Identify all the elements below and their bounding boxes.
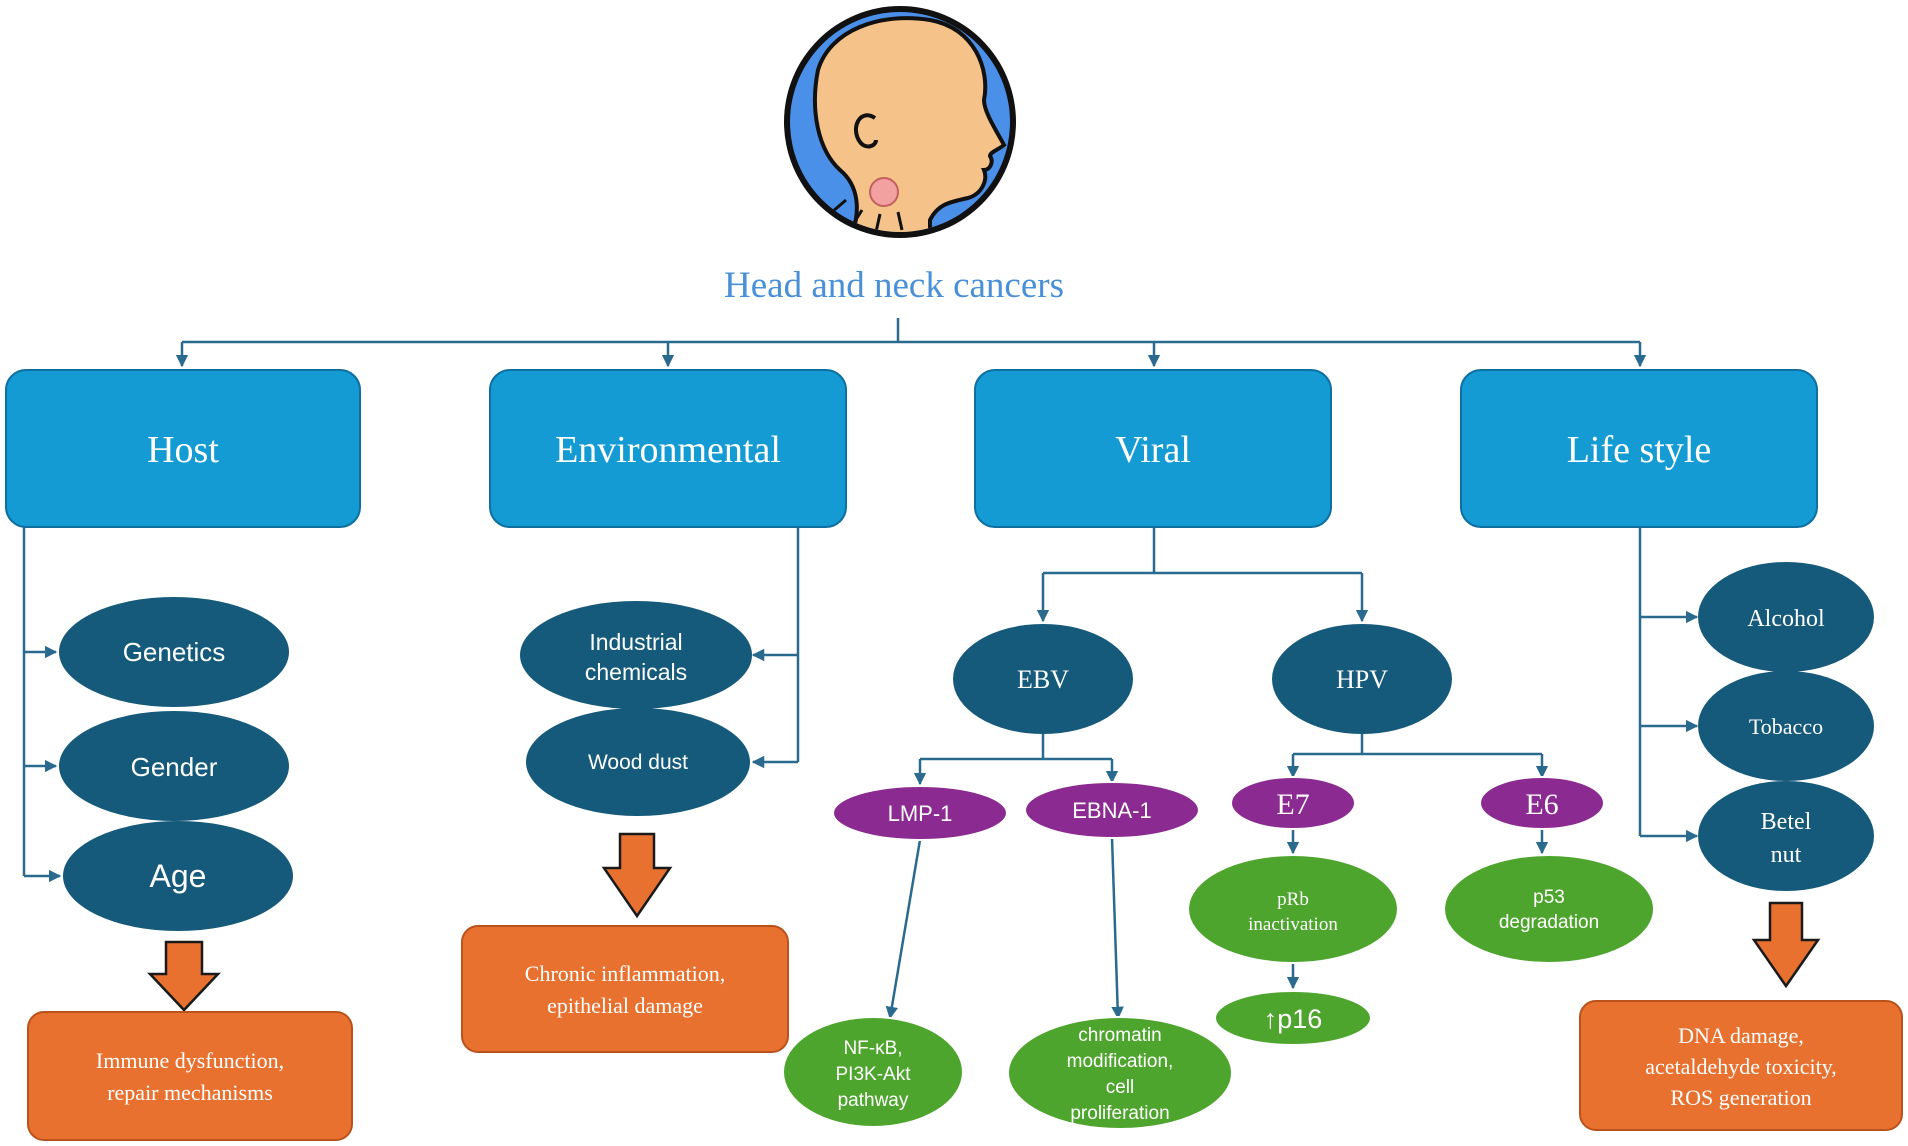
node-genetics: Genetics: [59, 597, 289, 707]
category-environmental: Environmental: [489, 369, 847, 528]
node-prb: pRb inactivation: [1187, 854, 1399, 964]
node-alcohol: Alcohol: [1698, 562, 1874, 672]
node-chromatin: chromatin modification, cell proliferati…: [1007, 1016, 1233, 1130]
node-e6: E6: [1479, 776, 1605, 830]
node-chromatin-line2: modification,: [1067, 1051, 1174, 1072]
outcome-environmental: Chronic inflammation, epithelial damage: [461, 925, 789, 1053]
node-p53-line1: p53: [1533, 887, 1565, 908]
node-ebna1-label: EBNA-1: [1072, 798, 1151, 823]
outcome-environmental-line1: Chronic inflammation,: [525, 961, 725, 986]
node-nfkb-line3: pathway: [838, 1090, 909, 1111]
node-e7-label: E7: [1276, 788, 1309, 821]
category-environmental-label: Environmental: [555, 429, 781, 471]
category-viral: Viral: [974, 369, 1332, 528]
host-connectors: [22, 527, 62, 883]
category-lifestyle: Life style: [1460, 369, 1818, 528]
category-viral-label: Viral: [1115, 429, 1191, 471]
head-profile-icon: [784, 6, 1016, 238]
node-genetics-label: Genetics: [123, 637, 226, 667]
node-wood-dust-label: Wood dust: [588, 751, 688, 774]
node-chromatin-line3: cell: [1106, 1077, 1135, 1098]
node-ebv-label: EBV: [1017, 665, 1069, 694]
node-nfkb: NF-κB, PI3K-Akt pathway: [782, 1016, 964, 1128]
diagram-title: Head and neck cancers: [724, 265, 1064, 306]
node-nfkb-line1: NF-κB,: [843, 1038, 902, 1059]
node-p53: p53 degradation: [1443, 854, 1655, 964]
node-age: Age: [63, 821, 293, 931]
node-chromatin-line4: proliferation: [1070, 1103, 1169, 1124]
outcome-host-line1: Immune dysfunction,: [96, 1048, 284, 1073]
node-gender-label: Gender: [131, 752, 218, 782]
node-age-label: Age: [150, 858, 207, 894]
node-tobacco-label: Tobacco: [1749, 714, 1823, 739]
category-host-label: Host: [147, 429, 219, 471]
node-ebv: EBV: [953, 624, 1133, 734]
node-e6-label: E6: [1525, 788, 1558, 821]
node-tobacco: Tobacco: [1698, 671, 1874, 781]
lifestyle-down-arrow-icon: [1751, 901, 1821, 989]
node-e7: E7: [1230, 776, 1356, 830]
node-p16: ↑p16: [1214, 990, 1372, 1046]
node-betel-nut: Betel nut: [1698, 781, 1874, 891]
lifestyle-connectors: [1638, 527, 1699, 843]
node-gender: Gender: [59, 711, 289, 821]
node-lmp1-label: LMP-1: [888, 801, 953, 826]
node-hpv-label: HPV: [1336, 665, 1388, 694]
node-chromatin-line1: chromatin: [1078, 1025, 1161, 1046]
node-nfkb-line2: PI3K-Akt: [836, 1064, 912, 1085]
node-industrial-line2: chemicals: [585, 659, 687, 685]
outcome-lifestyle-line3: ROS generation: [1670, 1085, 1811, 1110]
node-alcohol-label: Alcohol: [1747, 606, 1825, 632]
node-betel-line2: nut: [1771, 842, 1802, 868]
node-lmp1: LMP-1: [832, 785, 1008, 841]
outcome-lifestyle-line2: acetaldehyde toxicity,: [1645, 1054, 1837, 1079]
outcome-host-line2: repair mechanisms: [107, 1080, 273, 1105]
top-connectors: [175, 318, 1647, 368]
environmental-connectors: [751, 527, 800, 769]
category-host: Host: [5, 369, 361, 528]
node-hpv: HPV: [1272, 624, 1452, 734]
node-industrial-chemicals: Industrial chemicals: [520, 601, 752, 709]
outcome-lifestyle: DNA damage, acetaldehyde toxicity, ROS g…: [1579, 1000, 1903, 1131]
outcome-environmental-line2: epithelial damage: [547, 993, 703, 1018]
node-ebna1: EBNA-1: [1024, 781, 1200, 839]
viral-connectors: [885, 527, 1549, 1020]
node-p53-line2: degradation: [1499, 912, 1599, 933]
category-lifestyle-label: Life style: [1567, 429, 1712, 471]
outcome-lifestyle-line1: DNA damage,: [1678, 1023, 1804, 1048]
node-industrial-line1: Industrial: [589, 629, 682, 655]
node-p16-label: ↑p16: [1264, 1004, 1323, 1034]
node-prb-line2: inactivation: [1248, 914, 1338, 935]
host-down-arrow-icon: [147, 940, 221, 1012]
node-betel-line1: Betel: [1761, 809, 1812, 835]
environmental-down-arrow-icon: [601, 832, 673, 919]
node-prb-line1: pRb: [1277, 889, 1309, 910]
node-wood-dust: Wood dust: [526, 708, 750, 816]
outcome-host: Immune dysfunction, repair mechanisms: [27, 1011, 353, 1141]
